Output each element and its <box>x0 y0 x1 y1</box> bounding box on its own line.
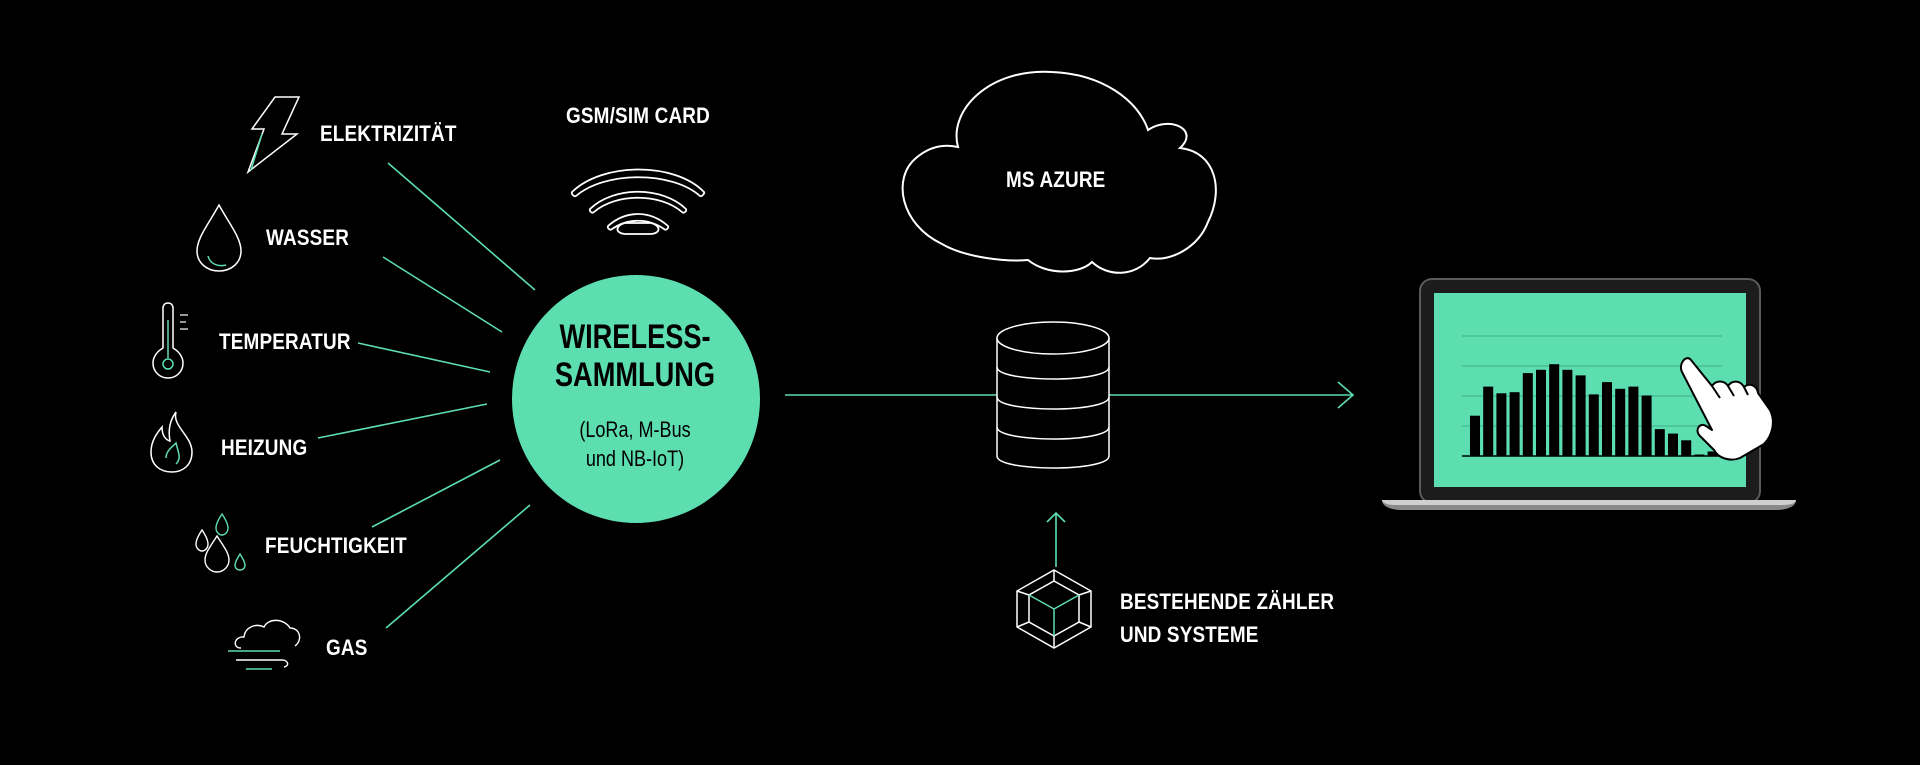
source-label-wasser: WASSER <box>266 225 350 250</box>
dashboard-bar <box>1602 382 1612 456</box>
dashboard-bar <box>1496 393 1507 456</box>
gas-cloud-icon <box>228 619 301 670</box>
lightning-icon <box>246 96 301 175</box>
connector-feuchtigkeit <box>371 459 501 528</box>
connector-gas <box>385 504 531 629</box>
source-connectors <box>317 162 536 629</box>
source-label-gas: GAS <box>326 635 368 660</box>
existing-systems-label: BESTEHENDE ZÄHLER UND SYSTEME <box>1120 585 1334 651</box>
cloud-icon <box>901 70 1217 274</box>
main-flow <box>785 381 1355 409</box>
source-label-feuchtigkeit: FEUCHTIGKEIT <box>265 533 407 558</box>
flame-icon <box>150 411 193 473</box>
existing-to-database-arrow <box>1046 511 1066 567</box>
laptop-icon <box>1382 278 1796 510</box>
dashboard-bar <box>1575 375 1586 456</box>
dashboard-bar <box>1588 394 1599 456</box>
source-label-elektrizitaet: ELEKTRIZITÄT <box>320 121 457 146</box>
hub-sub-line1: (LoRa, M-Bus <box>579 417 691 442</box>
dashboard-bar <box>1549 364 1560 456</box>
dashboard-bar <box>1681 440 1692 456</box>
dashboard-bar <box>1562 369 1573 456</box>
dashboard-bar <box>1628 386 1639 456</box>
dashboard-bar <box>1536 369 1546 456</box>
dashboard-bar <box>1615 388 1626 456</box>
existing-line1: BESTEHENDE ZÄHLER <box>1120 589 1335 614</box>
water-drop-icon <box>196 203 242 272</box>
connector-temperatur <box>357 342 491 373</box>
database-icon <box>996 321 1110 469</box>
wireless-hub-circle <box>512 275 760 523</box>
connector-wasser <box>382 256 503 333</box>
source-label-temperatur: TEMPERATUR <box>219 329 351 354</box>
arrowhead-up-icon <box>1046 511 1066 523</box>
gsm-label: GSM/SIM CARD <box>566 103 710 128</box>
hub-subtitle: (LoRa, M-Bus und NB-IoT) <box>553 415 717 473</box>
cloud-label: MS AZURE <box>1006 167 1106 192</box>
dashboard-bar <box>1707 451 1718 456</box>
existing-line2: UND SYSTEME <box>1120 622 1259 647</box>
dashboard-bar <box>1654 429 1665 456</box>
cube-icon <box>1016 569 1092 649</box>
dashboard-bar <box>1668 433 1678 456</box>
dashboard-bar <box>1509 392 1520 456</box>
connector-elektrizitaet <box>387 162 536 291</box>
hand-pointer-icon <box>1680 357 1774 461</box>
dashboard-bar <box>1641 395 1652 456</box>
thermometer-icon <box>152 302 188 379</box>
dashboard-bar <box>1470 415 1480 456</box>
dashboard-bar <box>1483 386 1494 456</box>
arrowhead-right-icon <box>1337 381 1355 409</box>
dashboard-bar <box>1522 373 1533 456</box>
hub-title-line2: SAMMLUNG <box>554 356 716 394</box>
source-label-heizung: HEIZUNG <box>221 435 308 460</box>
wireless-signal-icon <box>570 168 706 235</box>
dashboard-bar-chart <box>1470 364 1731 456</box>
hub-title: WIRELESS- SAMMLUNG <box>531 318 739 394</box>
connector-heizung <box>317 403 488 439</box>
hub-sub-line2: und NB-IoT) <box>585 446 685 471</box>
humidity-drops-icon <box>195 512 246 573</box>
hub-title-line1: WIRELESS- <box>559 318 711 356</box>
